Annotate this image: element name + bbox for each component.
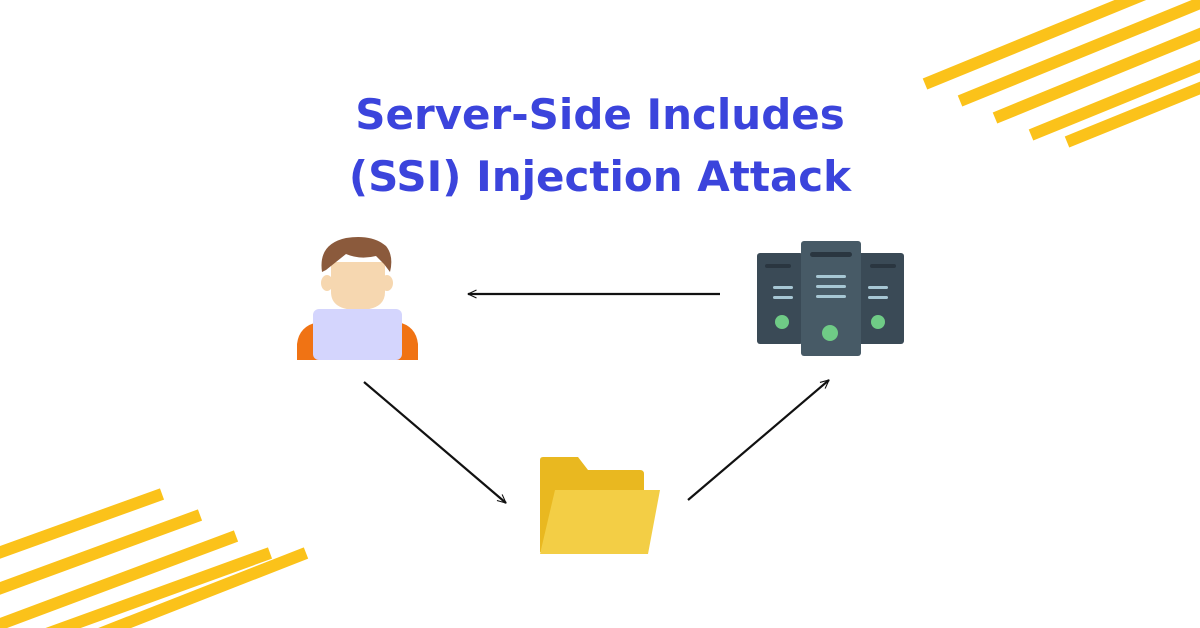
diagram-title: Server-Side Includes (SSI) Injection Att… xyxy=(0,84,1200,208)
title-line-1: Server-Side Includes xyxy=(355,90,845,139)
folder-icon xyxy=(540,457,660,554)
arrow-folder-to-server xyxy=(687,379,829,501)
decor-stripes-top-right xyxy=(922,0,1200,148)
server-rack-icon xyxy=(757,241,904,356)
title-line-2: (SSI) Injection Attack xyxy=(348,152,852,201)
decor-stripes-bottom-left xyxy=(0,488,309,628)
arrow-user-to-folder xyxy=(363,381,506,503)
user-at-laptop-icon xyxy=(297,237,418,360)
